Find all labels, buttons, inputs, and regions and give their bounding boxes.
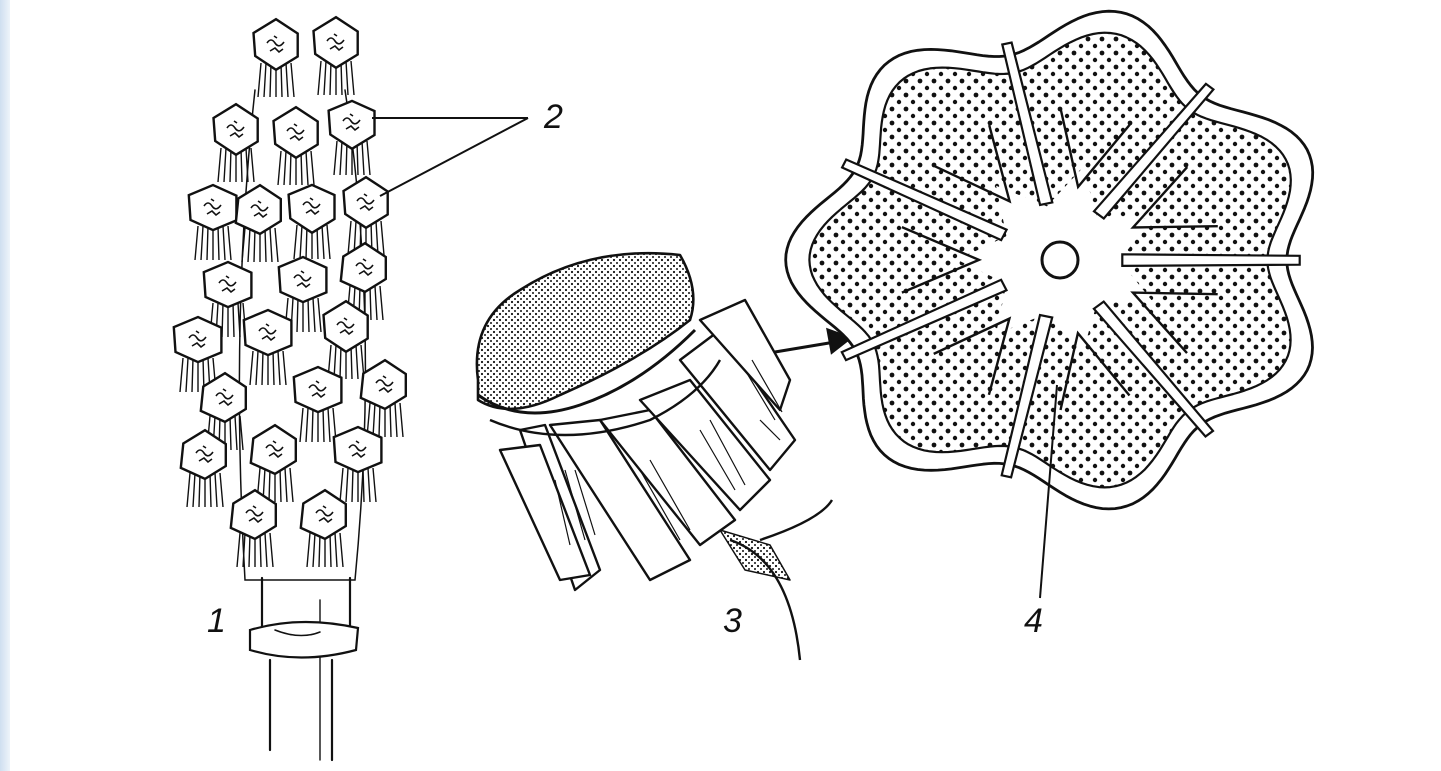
collar [262,578,350,628]
leader-lines-2 [372,118,528,196]
collar-ring [250,622,358,658]
sporangiophore-closeup [477,253,832,660]
arrow-to-section [775,330,850,352]
septum [1122,254,1299,266]
label-sporangiophore-detail: 3 [723,604,742,638]
sporangiophore-head [236,185,281,234]
sporangiophore-group [174,17,406,567]
sporangiophore-head [251,425,296,474]
label-strobilus: 1 [207,604,226,638]
label-sporangiophores: 2 [544,100,563,134]
sporangiophore-head [301,490,346,539]
central-canal [1042,242,1078,278]
sporangiophore-head [361,360,406,409]
label-cross-section: 4 [1024,604,1043,638]
sporangiophore-head [341,243,386,292]
sporangiophore-cross-section [786,11,1313,598]
